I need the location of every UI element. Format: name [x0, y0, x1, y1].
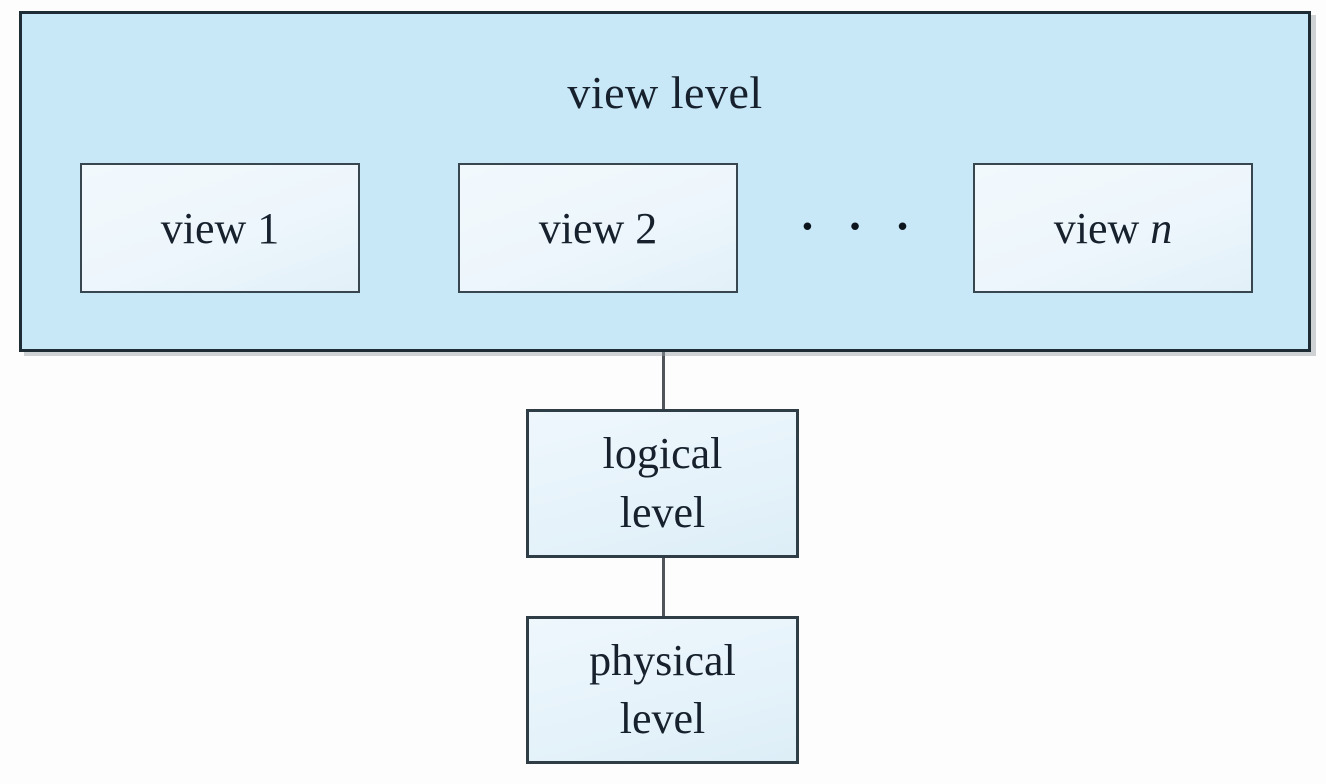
view-box-n-label-prefix: view — [1053, 203, 1151, 253]
connector-view-to-logical — [662, 350, 665, 412]
logical-level-box: logical level — [526, 409, 799, 558]
view-box-1-label: view 1 — [160, 203, 280, 253]
physical-level-box: physical level — [526, 616, 799, 764]
view-box-n-variable: n — [1150, 203, 1173, 253]
view-box-n: view n — [973, 163, 1253, 293]
logical-level-label: logical level — [602, 429, 723, 537]
ellipsis-dots: • • • — [737, 163, 973, 293]
view-level-container: view level view 1 view 2 • • • view n — [19, 11, 1311, 352]
view-level-title: view level — [567, 67, 763, 118]
view-box-n-label: view n — [1054, 203, 1173, 254]
ellipsis-dots-label: • • • — [799, 213, 923, 243]
view-box-2-label: view 2 — [538, 203, 658, 253]
view-box-2: view 2 — [458, 163, 738, 293]
connector-logical-to-physical — [662, 554, 665, 618]
view-box-1: view 1 — [80, 163, 360, 293]
physical-level-label: physical level — [589, 635, 736, 743]
